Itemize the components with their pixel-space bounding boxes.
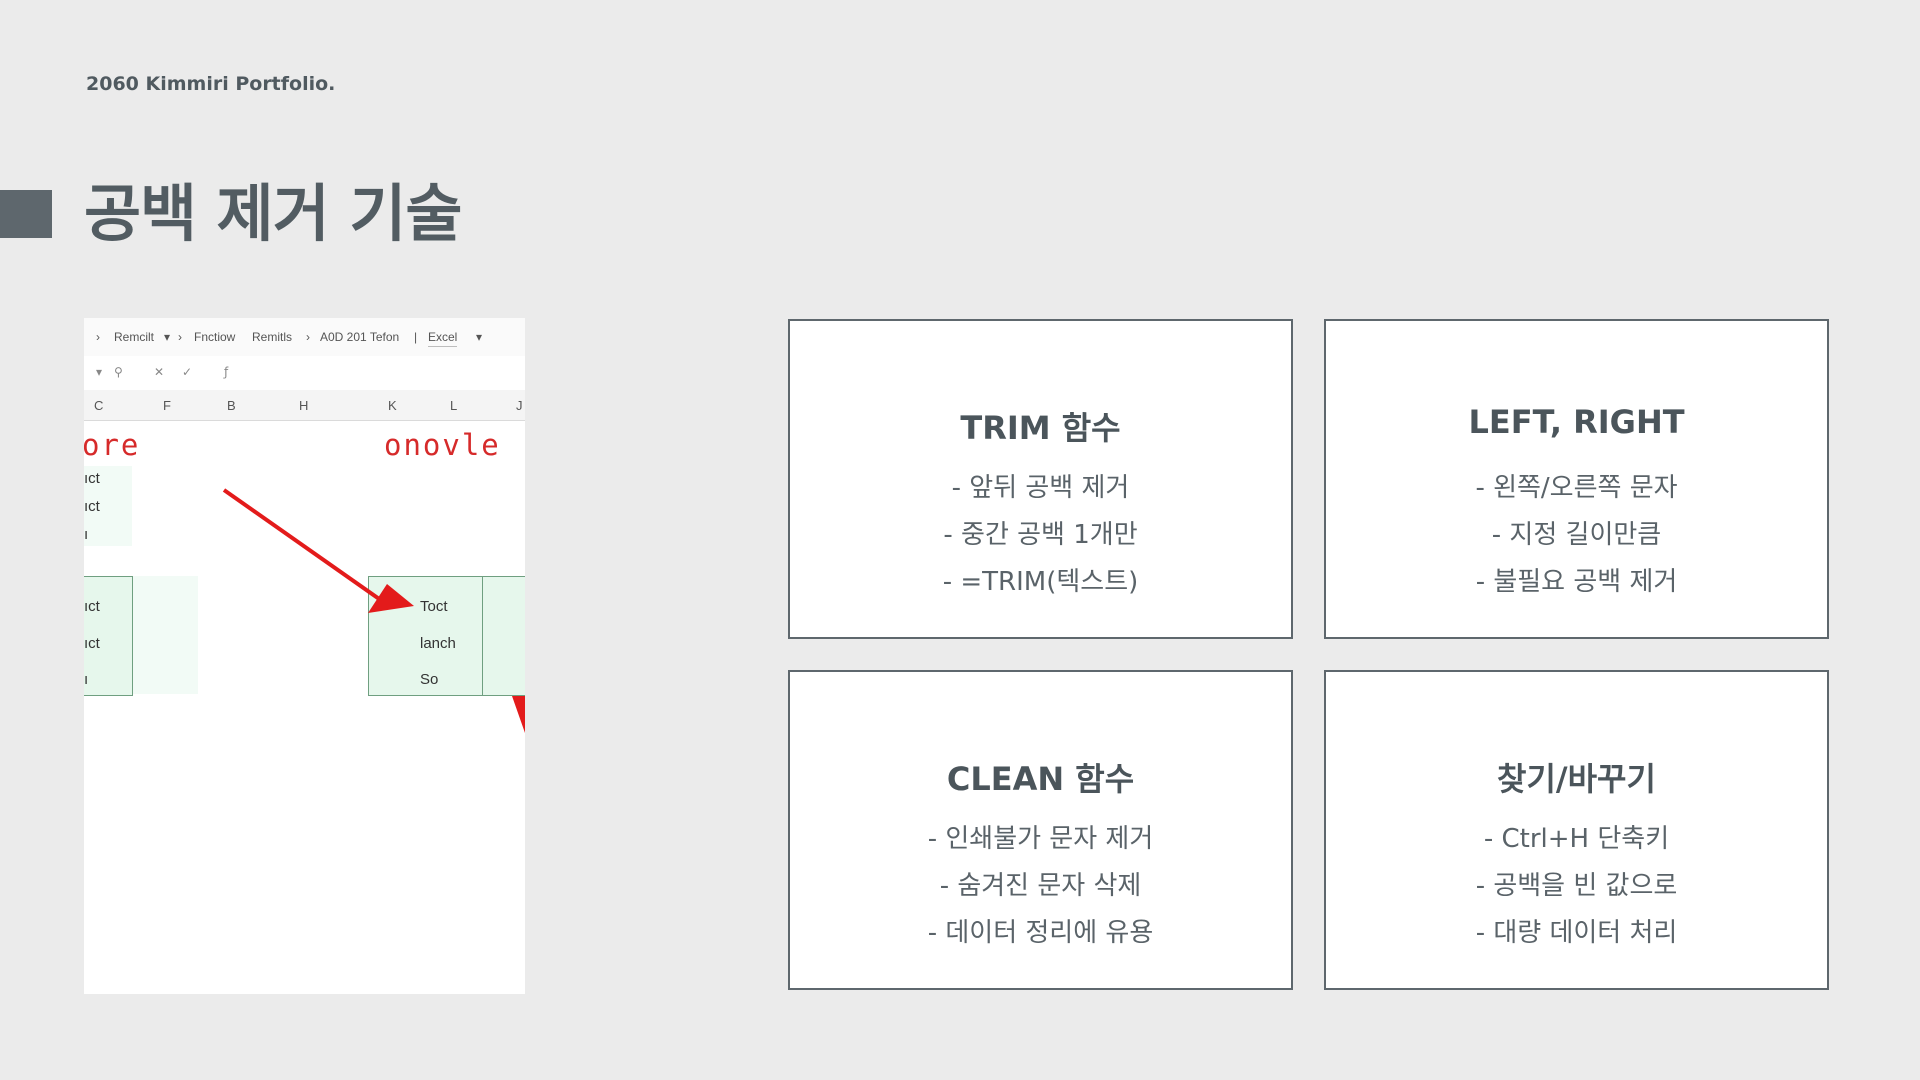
excel-formula-bar: ▾ ⚲ ✕ ✓ ƒ [84, 356, 525, 391]
divider-glyph: | [414, 330, 418, 344]
card-line: - 인쇄불가 문자 제거 [927, 824, 1154, 854]
card-line: - 대량 데이터 처리 [1475, 918, 1678, 948]
chevron-right-icon: › [96, 330, 100, 344]
cell-text: ıct [84, 498, 100, 515]
cell-text: ı [84, 526, 89, 543]
card-line: - 불필요 공백 제거 [1475, 567, 1678, 597]
arrow-line [222, 488, 384, 603]
card-left-right: LEFT, RIGHT - 왼쪽/오른쪽 문자 - 지정 길이만큼 - 불필요 … [1324, 319, 1829, 639]
card-title: LEFT, RIGHT [1468, 403, 1685, 441]
card-lines: - 인쇄불가 문자 제거 - 숨겨진 문자 삭제 - 데이터 정리에 유용 [790, 816, 1291, 957]
card-title: TRIM 함수 [960, 409, 1121, 447]
column-header: H [299, 398, 309, 413]
arrow-graphic [222, 488, 525, 733]
menu-item-2: Fnctiow [194, 330, 236, 344]
card-line: - =TRIM(텍스트) [942, 567, 1139, 597]
after-label: onovle [384, 428, 501, 462]
cell-text: Toct [420, 598, 448, 615]
brand-label: 2060 Kimmiri Portfolio. [86, 73, 336, 95]
card-trim: TRIM 함수 - 앞뒤 공백 제거 - 중간 공백 1개만 - =TRIM(텍… [788, 319, 1293, 639]
card-title: CLEAN 함수 [946, 760, 1135, 798]
card-line: - 데이터 정리에 유용 [927, 918, 1154, 948]
caret-down-icon: ▾ [96, 365, 103, 379]
page-title: 공백 제거 기술 [84, 177, 462, 250]
cell-text: ıct [84, 470, 100, 487]
before-label: ore [84, 428, 141, 462]
card-line: - 지정 길이만큼 [1491, 520, 1662, 550]
before-cells-top [84, 466, 132, 546]
menu-item-1: Remcilt [114, 330, 155, 344]
column-header: J [516, 398, 523, 413]
card-line: - 숨겨진 문자 삭제 [939, 871, 1142, 901]
excel-menubar: › Remcilt ▾ › Fnctiow Remitls › A0D 201 … [84, 318, 525, 357]
cell-text: ı [84, 671, 89, 688]
check-icon: ✓ [182, 365, 193, 379]
card-find-replace: 찾기/바꾸기 - Ctrl+H 단축키 - 공백을 빈 값으로 - 대량 데이터… [1324, 670, 1829, 990]
column-header: L [450, 398, 458, 413]
column-header: B [227, 398, 236, 413]
caret-down-icon: ▾ [164, 330, 171, 344]
column-header: K [388, 398, 397, 413]
cell-text: So [420, 671, 439, 688]
menu-item-4: A0D 201 Tefon [320, 330, 400, 344]
card-line: - 앞뒤 공백 제거 [951, 473, 1130, 503]
arrow-head-icon [368, 584, 414, 613]
menu-item-3: Remitls [252, 330, 293, 344]
column-header: F [163, 398, 171, 413]
card-line: - 공백을 빈 값으로 [1475, 871, 1678, 901]
after-cells-side [482, 576, 525, 696]
menu-item-5: Excel [428, 330, 458, 347]
chevron-right-icon: › [178, 330, 182, 344]
column-headers: C F B H K L J [84, 390, 525, 421]
card-title: 찾기/바꾸기 [1497, 760, 1656, 798]
cell-text: lanch [420, 635, 456, 652]
cell-text: ıct [84, 598, 100, 615]
column-header: C [94, 398, 104, 413]
card-lines: - 앞뒤 공백 제거 - 중간 공백 1개만 - =TRIM(텍스트) [790, 465, 1291, 606]
excel-screenshot: › Remcilt ▾ › Fnctiow Remitls › A0D 201 … [84, 318, 525, 994]
cancel-icon: ✕ [154, 365, 165, 379]
title-accent-bar [0, 190, 52, 238]
arrow-head-icon [512, 696, 525, 733]
pale-cell-area [132, 576, 198, 694]
user-icon: ⚲ [114, 365, 123, 379]
card-lines: - 왼쪽/오른쪽 문자 - 지정 길이만큼 - 불필요 공백 제거 [1326, 465, 1827, 606]
chevron-right-icon: › [306, 330, 310, 344]
cell-text: ıct [84, 635, 100, 652]
card-lines: - Ctrl+H 단축키 - 공백을 빈 값으로 - 대량 데이터 처리 [1326, 816, 1827, 957]
card-line: - 왼쪽/오른쪽 문자 [1475, 473, 1678, 503]
card-clean: CLEAN 함수 - 인쇄불가 문자 제거 - 숨겨진 문자 삭제 - 데이터 … [788, 670, 1293, 990]
card-line: - 중간 공백 1개만 [943, 520, 1138, 550]
function-icon: ƒ [224, 365, 229, 379]
before-cells-box [84, 576, 133, 696]
caret-down-icon: ▾ [476, 330, 483, 344]
card-line: - Ctrl+H 단축키 [1483, 824, 1670, 854]
